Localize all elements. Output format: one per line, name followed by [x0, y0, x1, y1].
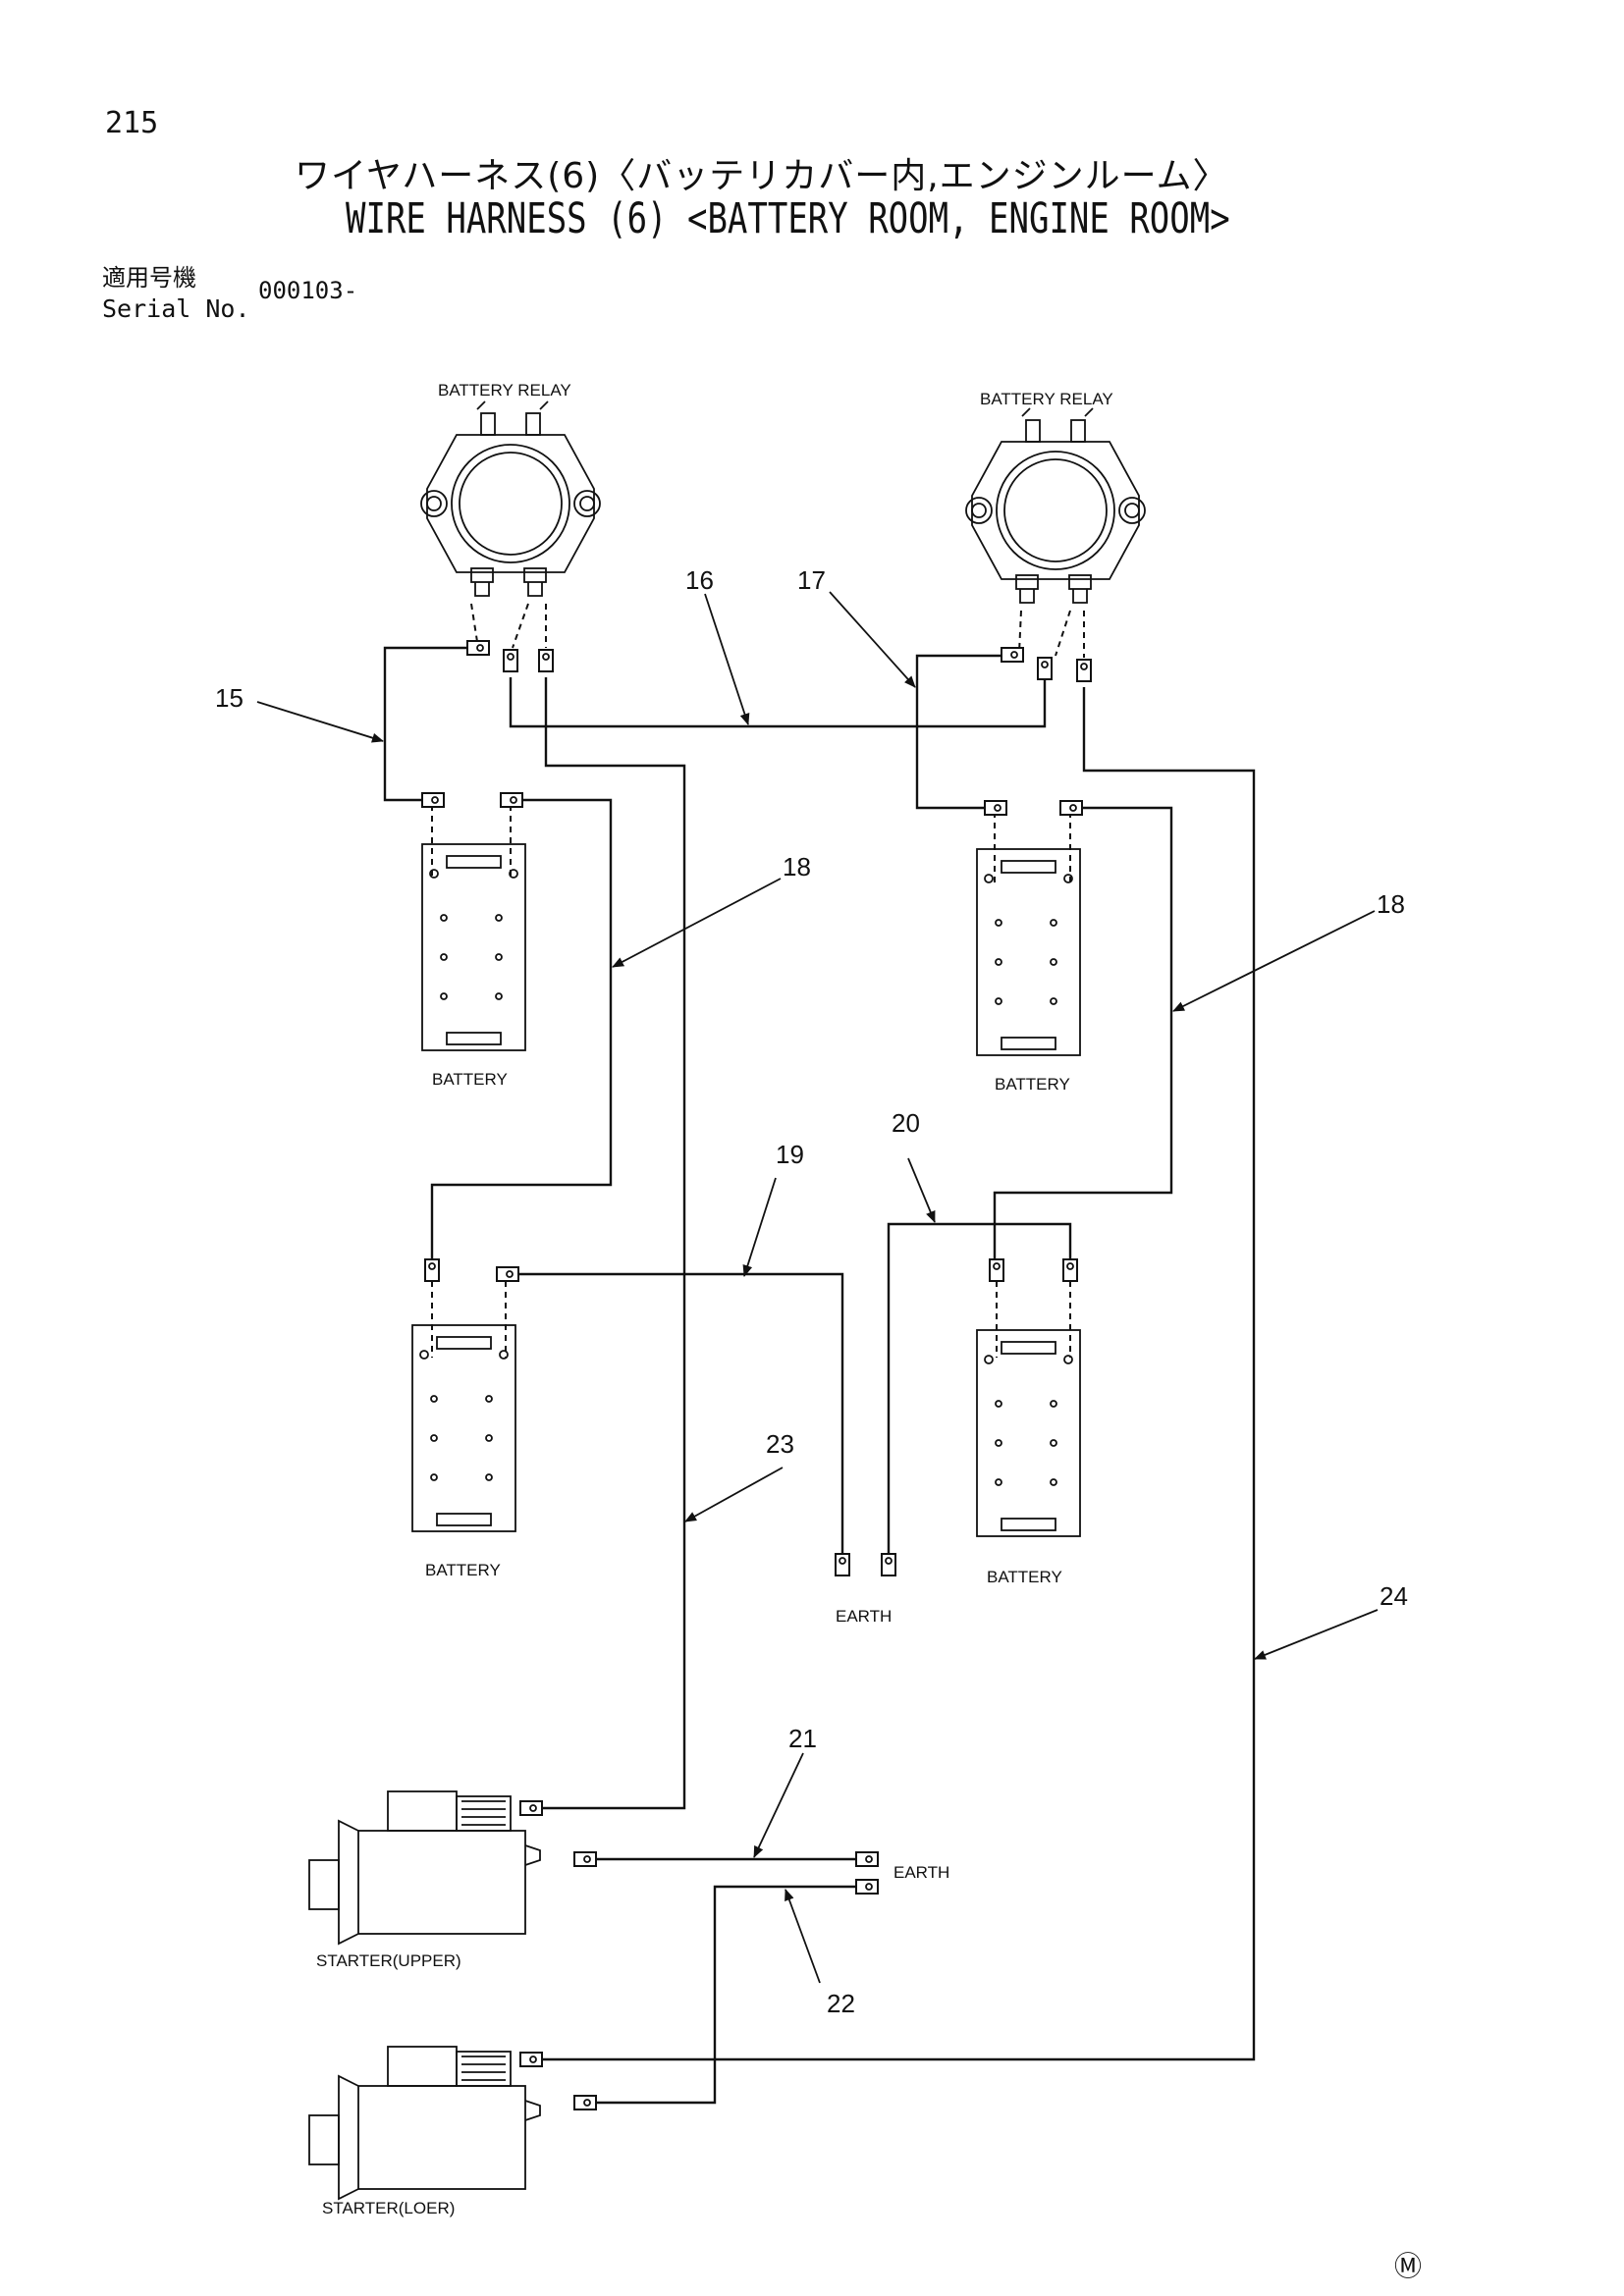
- label-battery-3: BATTERY: [425, 1561, 501, 1579]
- callout-23: 23: [766, 1429, 794, 1459]
- callout-17: 17: [797, 565, 826, 595]
- callout-15: 15: [215, 683, 244, 713]
- label-earth-2: EARTH: [893, 1863, 949, 1882]
- wire-connectors: [421, 640, 1092, 2110]
- battery-relay-right: [965, 407, 1146, 604]
- footer-mark: Ⓜ: [1394, 2251, 1422, 2281]
- label-starter-lower: STARTER(LOER): [322, 2199, 455, 2217]
- battery-3: [411, 1324, 516, 1532]
- title-japanese: ワイヤハーネス(6)〈バッテリカバー内,エンジンルーム〉: [295, 156, 1229, 196]
- callout-20: 20: [892, 1108, 920, 1138]
- serial-number-value: 000103-: [258, 277, 358, 304]
- dashed-terminal-links: [431, 603, 1085, 1358]
- label-battery-relay-right: BATTERY RELAY: [980, 390, 1113, 408]
- callout-16: 16: [685, 565, 714, 595]
- serial-label-english: Serial No.: [102, 294, 250, 323]
- label-starter-upper: STARTER(UPPER): [316, 1951, 461, 1970]
- battery-relay-left: [420, 400, 601, 597]
- battery-2: [976, 848, 1081, 1056]
- battery-4: [976, 1329, 1081, 1537]
- label-battery-2: BATTERY: [995, 1075, 1070, 1094]
- serial-label-japanese: 適用号機: [102, 264, 196, 292]
- callout-leaders: [256, 591, 1379, 1984]
- callout-22: 22: [827, 1989, 855, 2018]
- starter-lower: [308, 2046, 541, 2200]
- label-earth-1: EARTH: [836, 1607, 892, 1626]
- callout-24: 24: [1380, 1581, 1408, 1611]
- label-battery-relay-left: BATTERY RELAY: [438, 381, 571, 400]
- callout-21: 21: [788, 1724, 817, 1753]
- label-battery-1: BATTERY: [432, 1070, 508, 1089]
- label-battery-4: BATTERY: [987, 1568, 1062, 1586]
- callout-19: 19: [776, 1140, 804, 1169]
- title-english: WIRE HARNESS (6) <BATTERY ROOM, ENGINE R…: [346, 194, 1230, 243]
- callout-18-left: 18: [783, 852, 811, 881]
- starter-upper: [308, 1790, 541, 1945]
- callout-18-right: 18: [1377, 889, 1405, 919]
- harness-wires: [383, 646, 1256, 2105]
- page-number: 215: [105, 106, 159, 140]
